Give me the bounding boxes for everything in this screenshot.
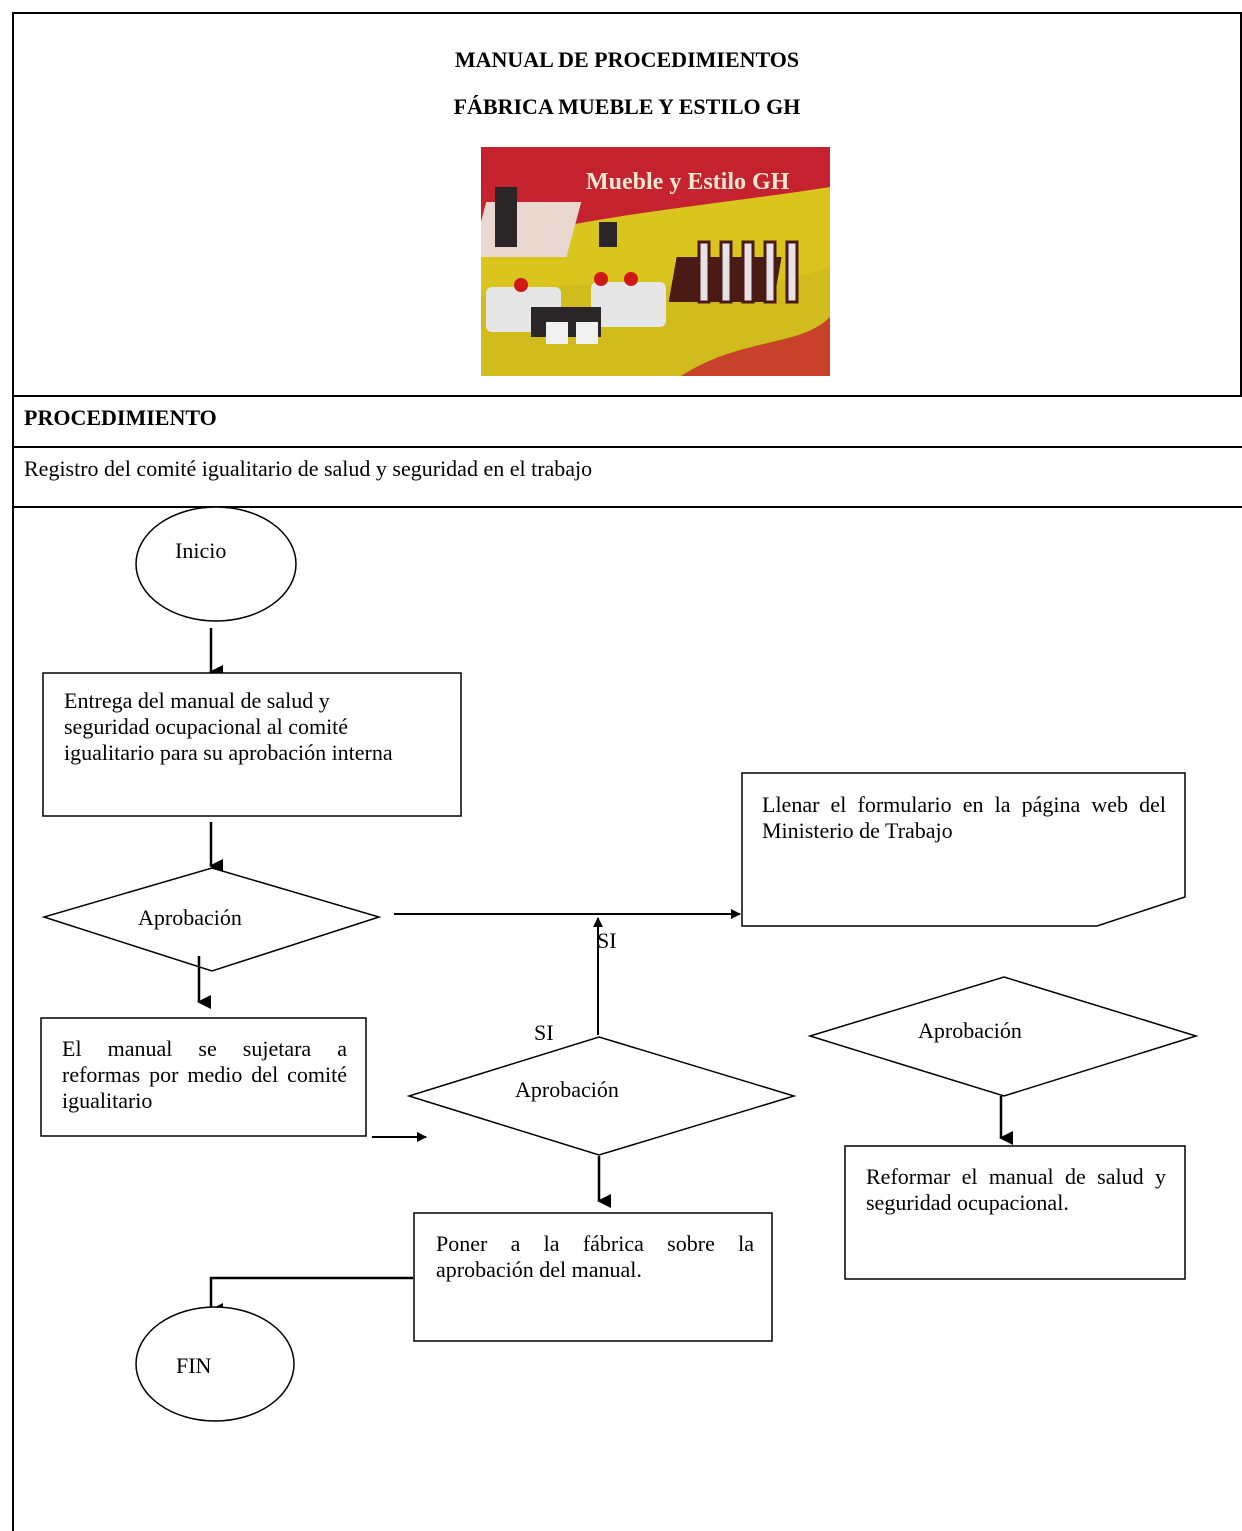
notify-text: Poner a la fábrica sobre la aprobación d… <box>436 1231 754 1282</box>
procedure-heading: PROCEDIMIENTO <box>24 405 217 430</box>
divider-header <box>12 395 1242 397</box>
form-text: Llenar el formulario en la página web de… <box>762 792 1166 843</box>
start-ellipse <box>135 506 297 622</box>
box-reform-manual <box>844 1145 1186 1280</box>
decision3-label: Aprobación <box>918 1018 1022 1043</box>
diamond-decision1 <box>41 867 382 972</box>
box-reforms <box>40 1017 367 1137</box>
procedure-name: Registro del comité igualitario de salud… <box>24 456 593 481</box>
connector-notify-end <box>209 1276 413 1317</box>
start-label: Inicio <box>175 538 227 563</box>
document-frame <box>12 12 1242 1531</box>
divider-flow <box>12 506 1242 508</box>
box-deliver <box>42 672 462 817</box>
logo-text: Mueble y Estilo GH <box>586 169 790 195</box>
diamond-decision2 <box>406 1036 797 1156</box>
diamond-decision3 <box>807 976 1199 1097</box>
deliver-text: Entrega del manual de salud y seguridad … <box>64 688 393 765</box>
document-form <box>741 772 1186 927</box>
box-notify <box>413 1212 773 1342</box>
document-title: MANUAL DE PROCEDIMIENTOS <box>454 47 800 72</box>
end-label: FIN <box>176 1353 212 1378</box>
end-ellipse <box>135 1306 295 1422</box>
si-label-2: SI <box>534 1020 554 1045</box>
header-right-border <box>1240 12 1242 395</box>
si-label-1: SI <box>597 928 617 953</box>
decision2-label: Aprobación <box>515 1077 619 1102</box>
decision1-label: Aprobación <box>138 905 242 930</box>
company-name: FÁBRICA MUEBLE Y ESTILO GH <box>453 94 801 119</box>
company-logo-image: Mueble y Estilo GH <box>481 147 830 376</box>
reforms-text: El manual se sujetara a reformas por med… <box>62 1036 347 1113</box>
reform-manual-text: Reformar el manual de salud y seguridad … <box>866 1164 1166 1215</box>
divider-procedure <box>12 446 1242 448</box>
